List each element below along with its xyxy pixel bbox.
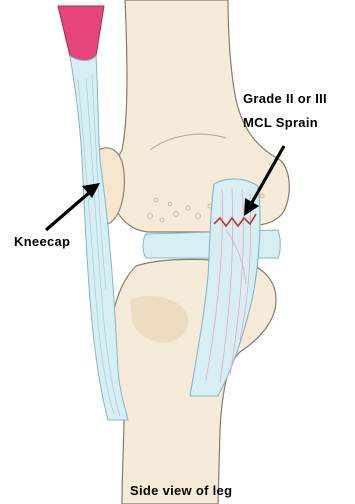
quadriceps-muscle — [58, 6, 104, 61]
grade-label: Grade II or III — [243, 91, 327, 106]
mcl-sprain-label: MCL Sprain — [243, 115, 318, 130]
figure-caption: Side view of leg — [130, 483, 232, 498]
kneecap-label: Kneecap — [14, 234, 70, 249]
